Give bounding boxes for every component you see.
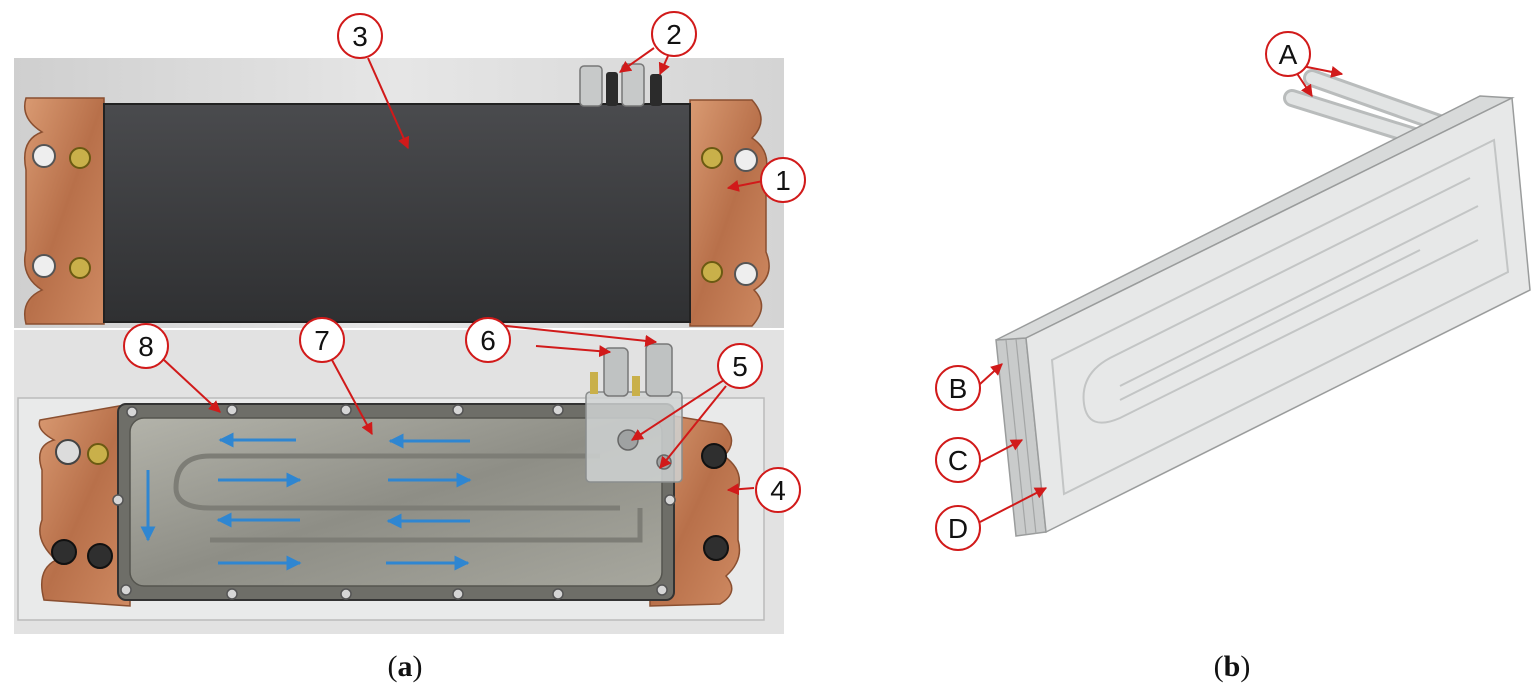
callout-3: 3 (337, 13, 383, 59)
callout-A-label: A (1279, 39, 1298, 70)
leader-line-d (979, 487, 1048, 523)
hose-fitting (606, 72, 618, 106)
manifold-outlet-fitting (645, 343, 673, 397)
leader-line-6b (487, 323, 658, 347)
plate-front-face (1025, 96, 1531, 534)
callout-8-label: 8 (138, 331, 154, 362)
clamp-bolt (32, 144, 56, 168)
callout-3-label: 3 (352, 21, 368, 52)
leader-line-5a (630, 379, 725, 441)
leader-line-2a (619, 47, 655, 73)
frame-screws (112, 404, 676, 600)
callout-B-label: B (949, 373, 968, 404)
panel-b-cad-model (995, 69, 1531, 537)
callout-2: 2 (651, 11, 697, 57)
manifold-small-fitting (632, 376, 640, 396)
callout-7-label: 7 (314, 325, 330, 356)
callout-7: 7 (299, 317, 345, 363)
leader-line-c (979, 439, 1024, 463)
serpentine-rib (173, 453, 620, 511)
callout-2-label: 2 (666, 19, 682, 50)
clamp-bolt (51, 539, 77, 565)
clamp-bolt (703, 535, 729, 561)
callout-1-label: 1 (775, 165, 791, 196)
clamp-bolt (734, 262, 758, 286)
callout-6: 6 (465, 317, 511, 363)
callout-D: D (935, 505, 981, 551)
manifold-small-fitting (590, 372, 598, 394)
panel-a-callouts: 1 2 3 4 5 6 7 8 (123, 11, 806, 513)
leader-line-4 (726, 483, 755, 496)
callout-B: B (935, 365, 981, 411)
leader-line-7 (331, 359, 373, 436)
hose-fitting (650, 74, 662, 106)
callout-4-label: 4 (770, 475, 786, 506)
clamp-bolt (734, 148, 758, 172)
callout-8: 8 (123, 323, 169, 369)
callout-5: 5 (717, 343, 763, 389)
clamp-bolt (701, 261, 723, 283)
clamp-bolt (55, 439, 81, 465)
manifold-port (617, 429, 639, 451)
callout-6-label: 6 (480, 325, 496, 356)
leader-line-3 (367, 57, 410, 150)
assembled-cell (24, 63, 770, 327)
clamp-bolt (32, 254, 56, 278)
plate-layer-line (1005, 339, 1027, 535)
manifold-inlet-fitting (603, 347, 629, 397)
serpentine-channel (1050, 138, 1510, 496)
coolant-pipes (1283, 69, 1451, 145)
plate-layer-line (1015, 338, 1037, 535)
clamp-bolt (69, 257, 91, 279)
leader-line-6a (535, 345, 612, 358)
clamp-bolt (69, 147, 91, 169)
callout-5-label: 5 (732, 351, 748, 382)
clamp-bolt (87, 543, 113, 569)
callout-D-label: D (948, 513, 968, 544)
callout-A: A (1265, 31, 1311, 77)
callout-C: C (935, 437, 981, 483)
serpentine-rib (210, 508, 643, 543)
panel-b-callouts: A B C D (935, 31, 1311, 551)
callout-1: 1 (760, 157, 806, 203)
leader-line-a2 (1295, 71, 1313, 97)
leader-line-b (979, 363, 1003, 385)
hose-fitting (621, 63, 645, 107)
clamp-bolt (87, 443, 109, 465)
leader-line-a1 (1301, 65, 1344, 78)
callout-C-label: C (948, 445, 968, 476)
clamp-bolt (701, 443, 727, 469)
leader-line-8 (163, 359, 221, 413)
panel-b-leader-lines (979, 65, 1344, 523)
panel-a-caption: (a) (388, 650, 423, 683)
aluminum-flow-field (129, 417, 663, 587)
hose-fitting (579, 65, 603, 107)
graphite-bipolar-plate (103, 103, 691, 323)
leader-line-5b (659, 385, 727, 469)
coolant-flow-arrows (140, 432, 472, 571)
clamp-bolt (701, 147, 723, 169)
callout-4: 4 (755, 467, 801, 513)
panel-b-caption: (b) (1214, 650, 1251, 683)
leader-line-2b (658, 55, 670, 76)
